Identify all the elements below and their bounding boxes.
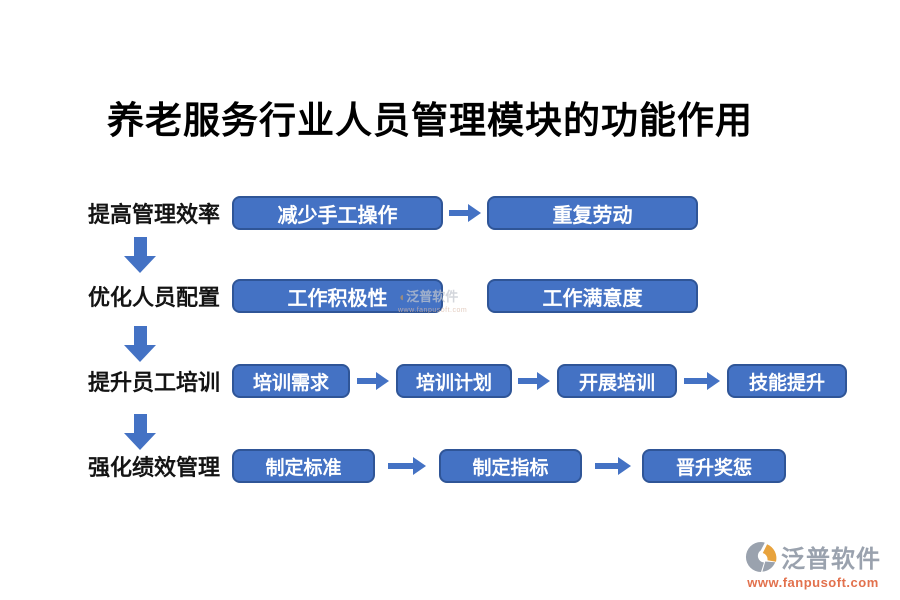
right-arrow-icon: [684, 364, 720, 398]
flow-box: 制定指标: [439, 449, 582, 483]
row-label-efficiency: 提高管理效率: [88, 202, 221, 227]
flow-box: 重复劳动: [487, 196, 698, 230]
right-arrow-icon: [595, 449, 631, 483]
watermark-brand: 泛普软件: [406, 289, 459, 304]
flow-box: 工作满意度: [487, 279, 698, 313]
right-arrow-icon: [449, 196, 481, 230]
flow-box: 工作积极性: [232, 279, 443, 313]
fanpu-logo-icon: [745, 541, 777, 572]
down-arrow-icon: [124, 414, 156, 450]
watermark-url: www.fanpusoft.com: [398, 307, 468, 314]
diagram-title: 养老服务行业人员管理模块的功能作用: [107, 100, 753, 141]
flow-box: 培训需求: [232, 364, 350, 398]
right-arrow-icon: [357, 364, 389, 398]
flow-box: 制定标准: [232, 449, 375, 483]
row-label-training: 提升员工培训: [88, 370, 221, 395]
flow-box: 培训计划: [396, 364, 512, 398]
flow-box: 减少手工操作: [232, 196, 443, 230]
row-label-performance: 强化绩效管理: [88, 455, 221, 480]
right-arrow-icon: [388, 449, 426, 483]
flow-box: 开展培训: [557, 364, 677, 398]
footer-brand: 泛普软件 www.fanpusoft.com: [738, 539, 888, 590]
down-arrow-icon: [124, 237, 156, 273]
brand-name: 泛普软件: [781, 546, 881, 573]
right-arrow-icon: [518, 364, 550, 398]
center-watermark: ◖泛普软件 www.fanpusoft.com: [398, 290, 467, 318]
flow-box: 晋升奖惩: [642, 449, 786, 483]
brand-url: www.fanpusoft.com: [747, 575, 879, 590]
flow-box: 技能提升: [727, 364, 847, 398]
row-label-staffing: 优化人员配置: [88, 285, 221, 310]
watermark-logo-icon: ◖: [398, 290, 406, 304]
down-arrow-icon: [124, 326, 156, 362]
